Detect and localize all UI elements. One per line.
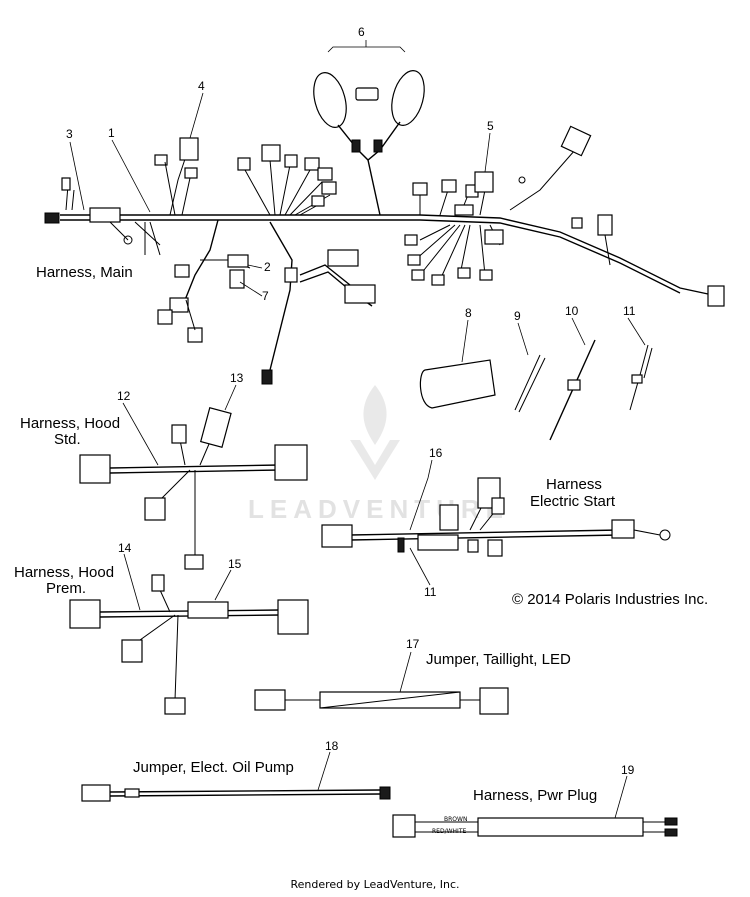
callout-17: 17 [406,637,420,651]
callout-2: 2 [264,260,271,274]
callout-3: 3 [66,127,73,141]
footer-credit: Rendered by LeadVenture, Inc. [290,878,460,891]
item-14-hood-prem [69,574,309,715]
callout-11-bottom: 11 [424,585,437,599]
label-harness-electric-start-line2: Electric Start [530,493,616,510]
callout-14: 14 [118,541,132,555]
callout-1: 1 [108,126,115,140]
callout-19: 19 [621,763,635,777]
copyright-notice: © 2014 Polaris Industries Inc. [512,591,709,608]
label-harness-hood-std-line2: Std. [54,431,81,448]
label-harness-hood-std-line1: Harness, Hood [20,415,121,432]
label-harness-pwr-plug: Harness, Pwr Plug [473,787,598,804]
item-1-main-harness [44,125,725,385]
callout-10: 10 [565,304,579,318]
label-harness-main: Harness, Main [36,264,133,281]
label-harness-hood-prem-line1: Harness, Hood [14,564,115,581]
callout-11-top: 11 [623,304,636,318]
watermark: LEADVENTURE [248,494,510,524]
item-17-taillight-jumper [254,687,509,715]
label-jumper-oil-pump: Jumper, Elect. Oil Pump [133,759,294,776]
callout-6: 6 [358,25,365,39]
callout-4: 4 [198,79,205,93]
wire-label-red-white: RED/WHITE [432,828,467,835]
callout-7: 7 [262,289,269,303]
item-19-pwr-plug [392,814,678,838]
item-6-fuse-holders [313,40,425,216]
label-harness-hood-prem-line2: Prem. [46,580,87,597]
callout-13: 13 [230,371,244,385]
label-harness-electric-start-line1: Harness [546,476,602,493]
item-16-electric-start [321,477,671,557]
callout-18: 18 [325,739,339,753]
callout-12: 12 [117,389,131,403]
callout-5: 5 [487,119,494,133]
callout-16: 16 [429,446,443,460]
callout-9: 9 [514,309,521,323]
leadventure-logo [350,385,400,480]
callout-15: 15 [228,557,242,571]
callout-8: 8 [465,306,472,320]
items-8-11-clips [419,339,653,441]
item-12-hood-std [79,406,308,570]
label-jumper-taillight: Jumper, Taillight, LED [426,651,571,668]
item-18-oil-pump-jumper [81,784,391,802]
leader-lines [69,92,646,819]
wire-label-brown: BROWN [444,816,468,823]
